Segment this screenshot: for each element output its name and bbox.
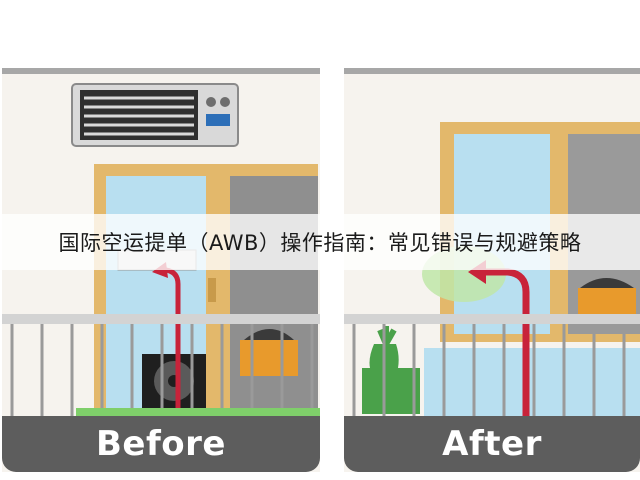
overlay-title: 国际空运提单（AWB）操作指南：常见错误与规避策略 [58, 231, 582, 255]
air-conditioner-icon [71, 83, 239, 147]
plant-basket-icon [578, 278, 636, 318]
fan-icon [142, 354, 206, 408]
balcony-railing [344, 314, 640, 416]
after-label-bar: After [344, 416, 640, 472]
potted-plant-icon [362, 326, 420, 414]
before-illustration [2, 83, 320, 418]
title-overlay: 国际空运提单（AWB）操作指南：常见错误与规避策略 [0, 214, 640, 270]
after-panel: After [344, 68, 640, 472]
after-label: After [442, 424, 542, 464]
balcony-floor-blue [424, 348, 640, 424]
after-illustration [344, 122, 640, 424]
before-panel: Before [2, 68, 320, 472]
before-label: Before [96, 424, 226, 464]
before-label-bar: Before [2, 416, 320, 472]
balcony-railing [2, 314, 320, 416]
panel-top-bar [2, 68, 320, 74]
panel-top-bar [344, 68, 640, 74]
balcony-floor [76, 408, 320, 416]
